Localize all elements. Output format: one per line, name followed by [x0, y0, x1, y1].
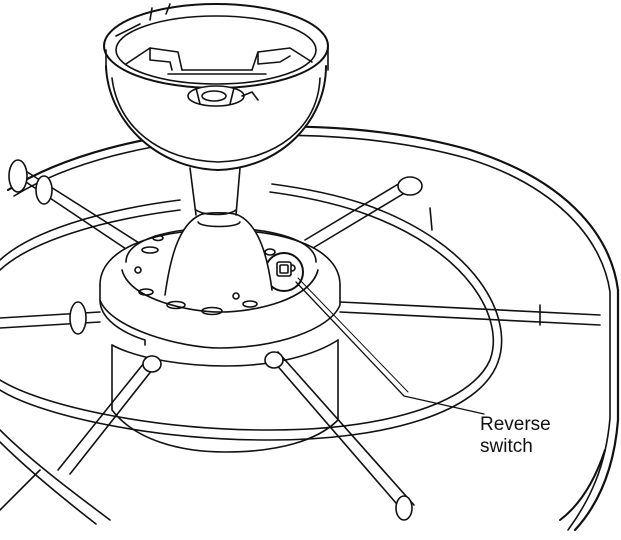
motor-vent-holes [135, 236, 295, 315]
front-spokes [0, 352, 414, 520]
downrod [165, 168, 272, 295]
callout-line-2: switch [480, 436, 533, 457]
callout-leader-line [296, 282, 484, 414]
canopy [104, 4, 328, 170]
callout-line-1: Reverse [480, 414, 551, 435]
inner-ring [0, 184, 502, 440]
outer-blade-ring [8, 127, 618, 530]
front-blade-ring [0, 430, 605, 524]
reverse-switch-callout: Reverse switch [480, 414, 551, 458]
back-spokes [0, 160, 600, 334]
